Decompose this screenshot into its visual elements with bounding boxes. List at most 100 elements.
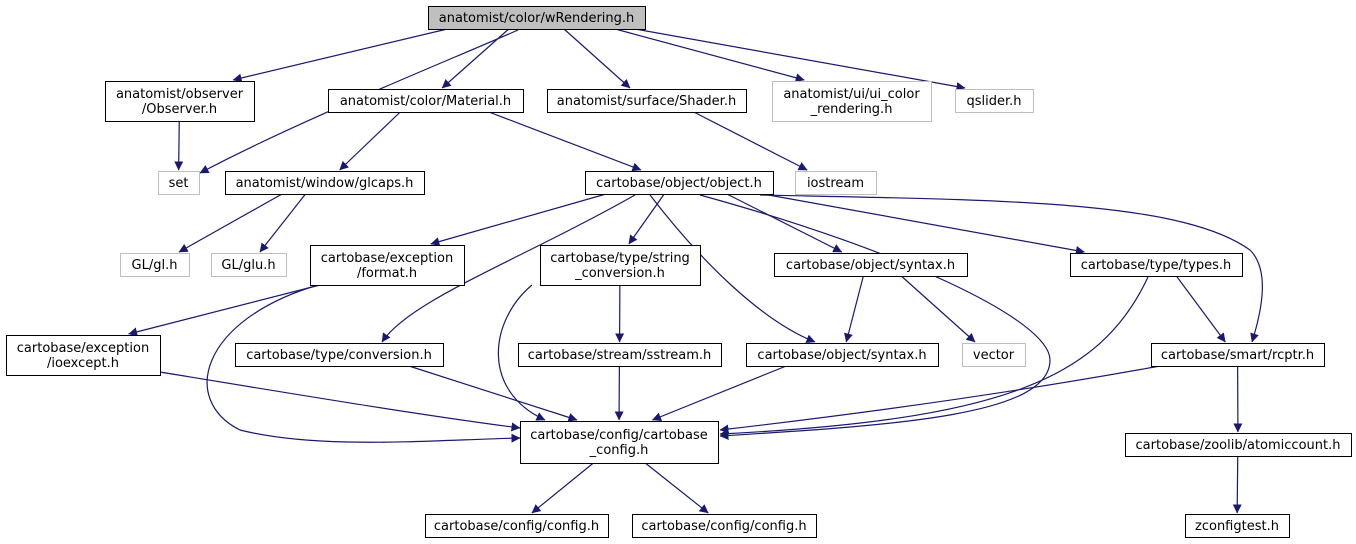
node-qslider[interactable]: qslider.h bbox=[955, 89, 1034, 113]
node-observer[interactable]: anatomist/observer/Observer.h bbox=[105, 81, 255, 122]
node-label: cartobase/exception bbox=[321, 251, 453, 266]
node-atomic[interactable]: cartobase/zoolib/atomiccount.h bbox=[1125, 433, 1352, 457]
edge-ioexcept-to-cbconfig bbox=[159, 371, 521, 432]
node-label: anatomist/surface/Shader.h bbox=[557, 94, 736, 109]
node-label: vector bbox=[973, 348, 1015, 363]
node-box bbox=[795, 171, 877, 195]
node-label: qslider.h bbox=[966, 94, 1021, 109]
node-label: cartobase/smart/rcptr.h bbox=[1161, 348, 1314, 363]
node-box bbox=[632, 514, 817, 538]
node-label: cartobase/config/config.h bbox=[434, 519, 599, 534]
edge-object-to-syntax2 bbox=[649, 194, 816, 343]
edge-material-to-glcaps bbox=[339, 111, 401, 171]
node-label: cartobase/exception bbox=[17, 341, 149, 356]
node-label: cartobase/object/syntax.h bbox=[786, 258, 955, 273]
node-label: anatomist/window/glcaps.h bbox=[236, 176, 414, 191]
node-conversion[interactable]: cartobase/type/conversion.h bbox=[235, 343, 444, 367]
node-label: GL/glu.h bbox=[221, 258, 275, 273]
node-box bbox=[158, 171, 200, 195]
node-label: cartobase/config/cartobase bbox=[530, 428, 708, 443]
edge-cbconfig-to-config1 bbox=[531, 462, 594, 514]
edge-syntax2-to-cbconfig bbox=[652, 365, 787, 421]
node-format[interactable]: cartobase/exception/format.h bbox=[310, 245, 465, 286]
node-label: anatomist/ui/ui_color bbox=[783, 87, 920, 102]
node-object[interactable]: cartobase/object/object.h bbox=[585, 171, 774, 195]
node-label: /Observer.h bbox=[142, 102, 217, 117]
edge-cbconfig-to-config2 bbox=[644, 462, 709, 514]
edge-material-to-object bbox=[488, 111, 642, 172]
node-zconfig[interactable]: zconfigtest.h bbox=[1185, 514, 1290, 538]
node-box bbox=[955, 89, 1034, 113]
node-box bbox=[962, 343, 1026, 367]
node-box bbox=[540, 245, 701, 286]
node-box bbox=[225, 171, 425, 195]
node-box bbox=[772, 81, 932, 122]
node-box bbox=[310, 245, 465, 286]
edge-root-to-ui_color bbox=[615, 28, 805, 83]
node-config1[interactable]: cartobase/config/config.h bbox=[425, 514, 609, 538]
node-label: _conversion.h bbox=[574, 266, 665, 281]
node-label: cartobase/object/object.h bbox=[596, 176, 762, 191]
node-box bbox=[1151, 343, 1325, 367]
node-label: _config.h bbox=[589, 443, 649, 458]
node-types[interactable]: cartobase/type/types.h bbox=[1070, 253, 1243, 277]
edges-layer bbox=[128, 28, 1263, 514]
edge-atomic-to-zconfig bbox=[1232, 455, 1242, 514]
edge-object-to-cbconfig bbox=[699, 194, 1051, 440]
node-root[interactable]: anatomist/color/wRendering.h bbox=[428, 6, 646, 30]
node-label: _rendering.h bbox=[810, 102, 893, 117]
node-label: cartobase/config/config.h bbox=[641, 519, 806, 534]
node-glcaps[interactable]: anatomist/window/glcaps.h bbox=[225, 171, 425, 195]
edge-rcptr-to-cbconfig bbox=[719, 365, 1161, 434]
edge-object-to-types bbox=[762, 193, 1085, 255]
node-vector[interactable]: vector bbox=[962, 343, 1026, 367]
node-box bbox=[1070, 253, 1243, 277]
node-label: set bbox=[169, 176, 189, 191]
edge-root-to-observer bbox=[232, 28, 448, 83]
node-box bbox=[585, 171, 774, 195]
node-label: cartobase/stream/sstream.h bbox=[528, 348, 712, 363]
node-shader[interactable]: anatomist/surface/Shader.h bbox=[547, 89, 747, 113]
node-box bbox=[6, 335, 161, 376]
nodes-layer: anatomist/color/wRendering.h anatomist/ob… bbox=[6, 6, 1352, 538]
node-label: /ioexcept.h bbox=[47, 356, 119, 371]
node-glu[interactable]: GL/glu.h bbox=[211, 253, 287, 277]
edge-root-to-material bbox=[441, 28, 510, 89]
edge-glcaps-to-gl bbox=[178, 193, 283, 253]
node-ui_color[interactable]: anatomist/ui/ui_color_rendering.h bbox=[772, 81, 932, 122]
node-ioexcept[interactable]: cartobase/exception/ioexcept.h bbox=[6, 335, 161, 376]
node-sstream[interactable]: cartobase/stream/sstream.h bbox=[518, 343, 722, 367]
edge-observer-to-set bbox=[174, 120, 184, 171]
node-syntax2[interactable]: cartobase/object/syntax.h bbox=[746, 343, 939, 367]
node-box bbox=[520, 421, 719, 464]
node-box bbox=[774, 253, 968, 277]
node-box bbox=[120, 253, 190, 277]
node-iostream[interactable]: iostream bbox=[795, 171, 877, 195]
edge-syntax1-to-syntax2 bbox=[844, 275, 864, 343]
edge-root-to-shader bbox=[563, 28, 631, 89]
node-box bbox=[518, 343, 722, 367]
edge-types-to-cbconfig bbox=[719, 276, 1149, 439]
node-box bbox=[105, 81, 255, 122]
node-box bbox=[1185, 514, 1290, 538]
node-label: GL/gl.h bbox=[132, 258, 178, 273]
edge-object-to-format bbox=[430, 193, 607, 246]
node-label: cartobase/type/string bbox=[550, 251, 690, 266]
node-label: anatomist/color/Material.h bbox=[340, 94, 511, 109]
node-label: cartobase/zoolib/atomiccount.h bbox=[1136, 438, 1341, 453]
node-strconv[interactable]: cartobase/type/string_conversion.h bbox=[540, 245, 701, 286]
node-label: cartobase/object/syntax.h bbox=[757, 348, 926, 363]
node-material[interactable]: anatomist/color/Material.h bbox=[328, 89, 524, 113]
edge-object-to-syntax1 bbox=[726, 193, 843, 253]
node-rcptr[interactable]: cartobase/smart/rcptr.h bbox=[1151, 343, 1325, 367]
node-gl[interactable]: GL/gl.h bbox=[120, 253, 190, 277]
edge-types-to-rcptr bbox=[1175, 275, 1226, 343]
node-config2[interactable]: cartobase/config/config.h bbox=[632, 514, 817, 538]
node-box bbox=[235, 343, 444, 367]
node-syntax1[interactable]: cartobase/object/syntax.h bbox=[774, 253, 968, 277]
node-box bbox=[547, 89, 747, 113]
edge-format-to-ioexcept bbox=[128, 284, 321, 337]
node-set[interactable]: set bbox=[158, 171, 200, 195]
node-cbconfig[interactable]: cartobase/config/cartobase_config.h bbox=[520, 421, 719, 464]
